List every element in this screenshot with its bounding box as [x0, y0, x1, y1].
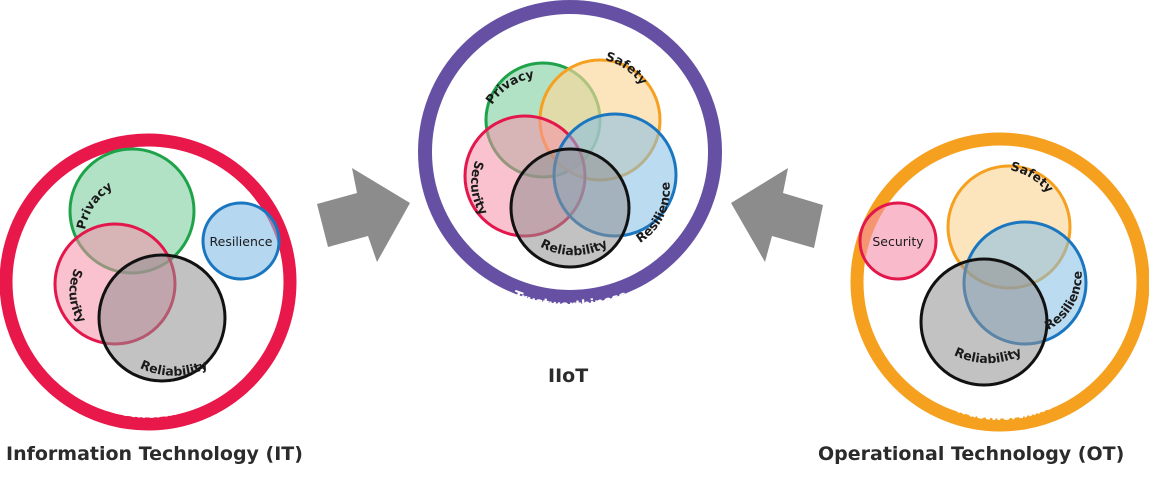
iiot-outer-ring: [418, 0, 722, 304]
it-outer-ring: [0, 133, 297, 431]
iiot-reliability-circle: [509, 147, 631, 269]
arrow-right-icon: [317, 168, 410, 262]
iiot-group: Privacy Safety Security Resilience Relia…: [418, 0, 722, 314]
ot-group: Security Safety Resilience Reliability O…: [850, 132, 1149, 432]
it-reliability-circle: [97, 253, 227, 383]
ot-reliability-label: Reliability: [952, 344, 1023, 366]
it-reliability-label: Reliability: [138, 357, 209, 379]
it-group: Privacy Resilience Security Reliability …: [0, 133, 297, 431]
ot-reliability-circle: [919, 257, 1049, 387]
ot-outer-ring: [850, 132, 1149, 432]
it-resilience-label: Resilience: [210, 234, 273, 249]
it-resilience-circle: [201, 201, 281, 281]
iiot-caption: IIoT: [548, 365, 589, 387]
iiot-reliability-label: Reliability: [538, 236, 609, 259]
ot-caption: Operational Technology (OT): [818, 443, 1125, 465]
it-caption: Information Technology (IT): [6, 443, 303, 465]
arrow-left-icon: [731, 168, 823, 262]
ot-security-circle: [858, 201, 938, 281]
ot-security-label: Security: [872, 234, 924, 249]
